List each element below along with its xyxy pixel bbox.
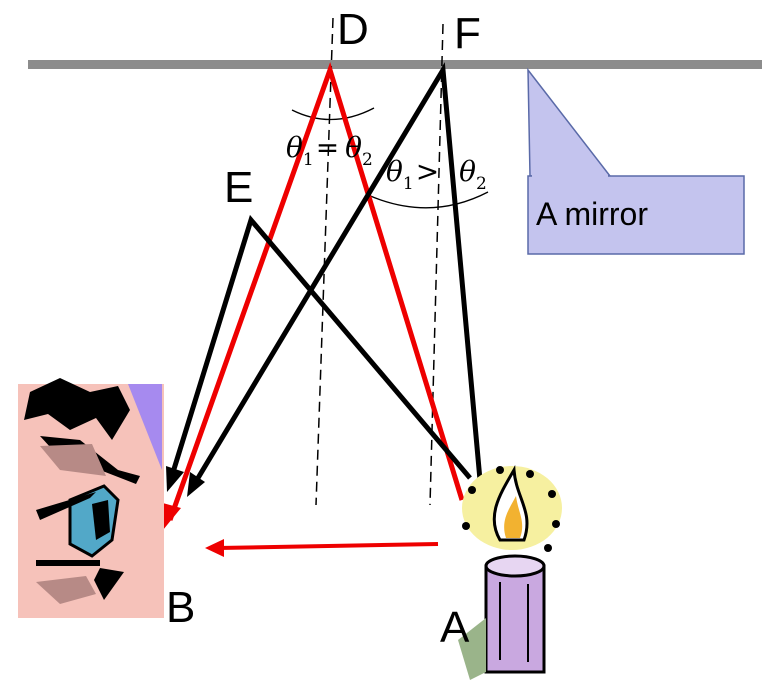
ray-path-f — [189, 62, 483, 490]
angle-label-d: θ1=θ2 — [286, 131, 373, 169]
mirror-surface — [28, 60, 762, 69]
theta1-symbol: θ — [286, 131, 303, 164]
theta1-subscript-f: 1 — [402, 174, 414, 194]
theta2-subscript-f: 2 — [476, 174, 487, 194]
candle-icon — [458, 465, 562, 680]
label-b: B — [166, 583, 196, 632]
normal-line-d — [315, 17, 334, 506]
reflected-ray-path-d — [167, 62, 465, 521]
mirror-callout — [527, 67, 745, 255]
theta1-subscript: 1 — [302, 150, 314, 170]
label-e: E — [224, 163, 254, 212]
ray-path-e — [167, 214, 472, 483]
theta2-symbol-f: θ — [459, 155, 477, 188]
direct-ray-arrowhead — [205, 539, 224, 557]
angle-arc-f — [367, 191, 489, 209]
angle-arc-d — [291, 107, 375, 121]
red-ray-arrowhead-b — [159, 502, 181, 530]
direct-ray — [217, 542, 439, 550]
theta1-symbol-f: θ — [386, 155, 403, 188]
eye-observer-icon — [18, 378, 164, 618]
mirror-callout-text: A mirror — [536, 196, 648, 232]
equal-sign: = — [315, 131, 340, 164]
ray-e-arrowhead — [166, 466, 184, 492]
label-d: D — [337, 5, 369, 54]
label-a: A — [440, 603, 470, 652]
label-f: F — [454, 9, 481, 58]
theta2-subscript: 2 — [362, 150, 373, 170]
normal-line-f — [429, 23, 444, 506]
theta2-symbol: θ — [345, 131, 363, 164]
greater-sign: > — [415, 155, 440, 188]
angle-label-f: θ1>θ2 — [386, 155, 487, 193]
ray-f-arrowhead — [187, 472, 205, 497]
